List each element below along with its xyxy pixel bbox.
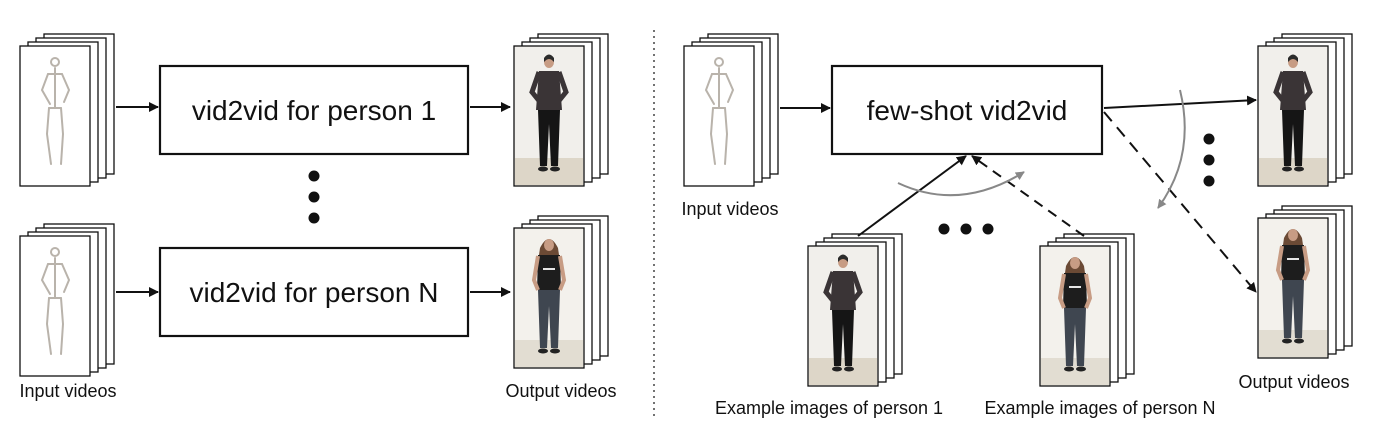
vertical-ellipsis-right (1203, 133, 1215, 187)
right-output-video-stack-top (1258, 33, 1353, 186)
gray-curved-arrow-examples (897, 171, 1025, 197)
left-output-video-stack-top (514, 33, 609, 186)
left-output-video-stack-bottom (512, 215, 609, 370)
gray-curved-arrow-outputs (1157, 89, 1186, 209)
vid2vid-person-n-box (158, 246, 470, 338)
right-input-video-stack (683, 33, 779, 187)
example-caption-person-n: Example images of person N (984, 398, 1215, 418)
example-caption-person-1: Example images of person 1 (715, 398, 943, 418)
right-output-caption: Output videos (1238, 372, 1349, 392)
few-shot-vid2vid-box (830, 64, 1104, 156)
vid2vid-person-1-box (158, 64, 470, 156)
vertical-ellipsis-left (308, 170, 320, 224)
arrow-box-to-output-top (1103, 95, 1257, 109)
vid2vid-person-1-label: vid2vid for person 1 (192, 95, 436, 126)
left-panel: vid2vid for person 1 vid2vid for person … (19, 33, 617, 401)
right-input-caption: Input videos (681, 199, 778, 219)
vid2vid-person-n-label: vid2vid for person N (189, 277, 438, 308)
arrow-example-n-to-box (971, 155, 1085, 237)
left-input-video-stack-bottom (19, 223, 115, 377)
arrow-example-1-to-box (857, 155, 967, 237)
right-panel: Input videos few-shot vid2vid Example im… (681, 33, 1353, 418)
horizontal-ellipsis (938, 223, 994, 235)
left-output-caption: Output videos (505, 381, 616, 401)
example-images-person-n-stack (1038, 233, 1135, 388)
left-input-caption: Input videos (19, 381, 116, 401)
left-input-video-stack-top (19, 33, 115, 187)
right-output-video-stack-bottom (1256, 205, 1353, 360)
example-images-person-1-stack (808, 233, 903, 386)
few-shot-vid2vid-label: few-shot vid2vid (867, 95, 1068, 126)
